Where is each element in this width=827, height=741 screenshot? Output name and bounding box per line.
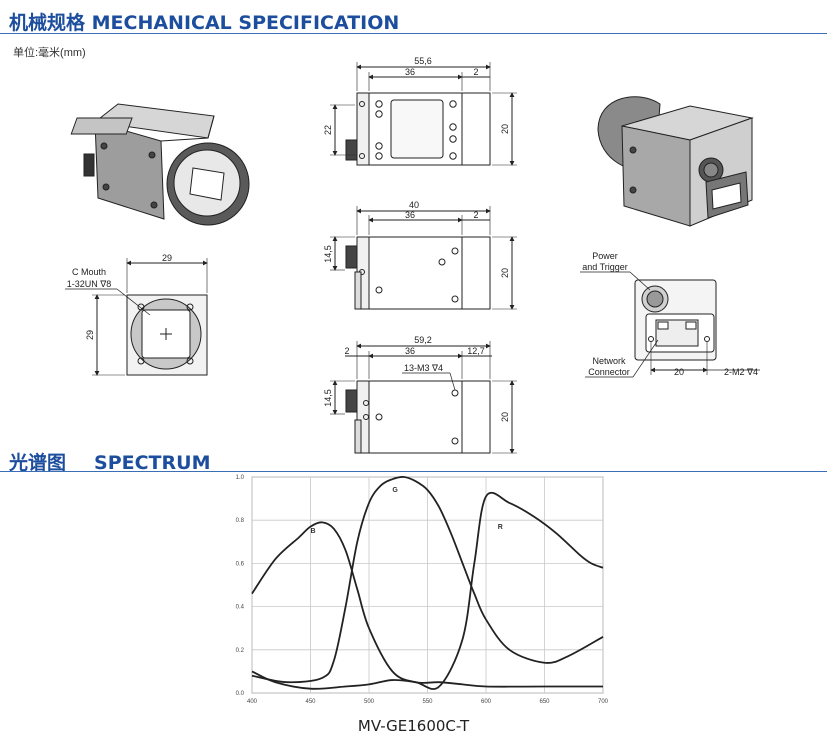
middle-side-dim: 20: [500, 268, 510, 278]
y-tick-label: 0.6: [236, 561, 245, 567]
spectrum-title-en: SPECTRUM: [94, 452, 211, 474]
model-label: MV-GE1600C-T: [357, 717, 470, 735]
middle-overall-dim: 40: [409, 200, 419, 210]
front-width-dim: 29: [162, 253, 172, 263]
rear-view-drawing: [580, 271, 760, 378]
front-view-drawing: [65, 258, 208, 376]
x-tick-label: 550: [422, 699, 433, 705]
x-tick-label: 600: [481, 699, 492, 705]
series-label-r: R: [498, 524, 503, 531]
thread-note: 13-M3 ∇4: [404, 363, 443, 373]
top-view-drawing: [330, 62, 517, 166]
spectrum-section-title: 光谱图 SPECTRUM: [9, 448, 210, 475]
middle-view-drawing: [330, 206, 517, 310]
top-body-dim: 36: [405, 67, 415, 77]
bottom-overall-dim: 59,2: [414, 335, 432, 345]
bottom-left-dim: 2: [344, 346, 349, 356]
top-overall-dim: 55,6: [414, 56, 432, 66]
rear-spacing-dim: 20: [674, 367, 684, 377]
y-tick-label: 0.0: [236, 691, 245, 697]
power-trigger-label: Power: [592, 251, 618, 261]
x-tick-label: 450: [305, 699, 316, 705]
network-connector-label: Network: [592, 356, 626, 366]
bottom-side-dim: 20: [500, 412, 510, 422]
bottom-right-dim: 12,7: [467, 346, 485, 356]
x-tick-label: 400: [247, 699, 258, 705]
x-tick-label: 650: [539, 699, 550, 705]
network-connector-label-line2: Connector: [588, 367, 630, 377]
top-height-dim: 22: [323, 125, 333, 135]
unit-label: 单位:毫米(mm): [13, 47, 86, 59]
bottom-view-drawing: [330, 341, 517, 454]
top-offset-dim: 2: [473, 67, 478, 77]
middle-offset-dim: 2: [473, 210, 478, 220]
spectrum-title-cn: 光谱图: [9, 452, 67, 474]
power-trigger-label-line2: and Trigger: [582, 262, 628, 272]
y-tick-label: 0.8: [236, 518, 245, 524]
bottom-body-dim: 36: [405, 346, 415, 356]
mechanical-section-title: 机械规格 MECHANICAL SPECIFICATION: [9, 12, 400, 34]
y-tick-label: 0.4: [236, 605, 245, 611]
screw-note: 2-M2 ∇4: [724, 367, 758, 377]
middle-height-dim: 14,5: [323, 245, 333, 263]
spectrum-title-rule: [0, 471, 827, 472]
camera-iso-front-image: [70, 103, 250, 226]
front-height-dim: 29: [85, 330, 95, 340]
y-tick-label: 0.2: [236, 648, 245, 654]
x-tick-label: 700: [598, 699, 609, 705]
bottom-height-dim: 14,5: [323, 389, 333, 407]
series-label-b: B: [311, 528, 316, 535]
series-line-b: [251, 521, 603, 688]
camera-iso-rear-image: [597, 96, 754, 227]
series-line-r: [251, 491, 604, 690]
middle-body-dim: 36: [405, 210, 415, 220]
series-label-g: G: [392, 487, 398, 494]
c-mount-thread-label: 1-32UN ∇8: [67, 279, 112, 289]
mechanical-title-rule: [0, 33, 827, 34]
c-mount-label: C Mouth: [72, 267, 106, 277]
top-side-dim: 20: [500, 124, 510, 134]
y-tick-label: 1.0: [236, 475, 245, 481]
x-tick-label: 500: [364, 699, 375, 705]
series-line-g: [251, 476, 604, 684]
